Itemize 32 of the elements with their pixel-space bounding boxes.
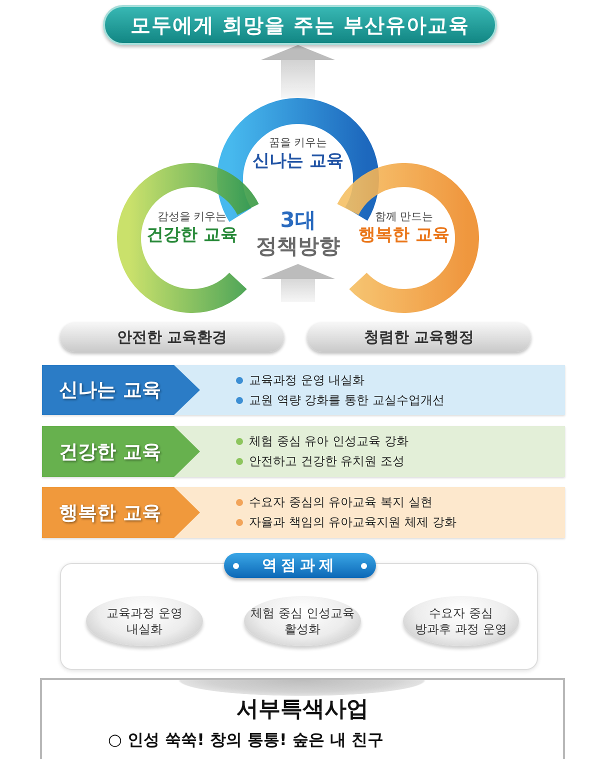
section-title: 서부특색사업 [236,697,368,723]
bullet-text: 체험 중심 유아 인성교육 강화 [249,433,408,449]
band-panel [42,426,565,477]
chevron-label: 신나는 교육 [42,365,200,415]
band-panel [42,365,565,415]
tab-title: 역점과제 [262,556,338,575]
bullet-text: 교육과정 운영 내실화 [249,372,365,388]
title-banner: 모두에게 희망을 주는 부산유아교육 [103,5,497,45]
ellipse-node: 수요자 중심 방과후 과정 운영 [403,596,519,646]
block-arrow [261,45,335,98]
ring-title: 행복한 교육 [358,224,450,246]
ellipse-node: 체험 중심 인성교육 활성화 [244,596,361,646]
bullet-text: 교원 역량 강화를 통한 교실수업개선 [249,392,444,408]
block-arrow [261,264,335,302]
center-number: 3대 [280,208,316,233]
chevron-label: 건강한 교육 [42,426,200,477]
ellipse-node: 교육과정 운영 내실화 [86,596,203,646]
bullet-text: ○ 인성 쑥쑥! 창의 통통! 숲은 내 친구 [108,730,384,750]
bullet-text: 자율과 책임의 유아교육지원 체제 강화 [249,514,456,530]
section-box [40,678,565,759]
pill-label: 안전한 교육환경 [60,322,284,352]
pill-label: 청렴한 교육행정 [307,322,531,352]
ring-subtitle: 함께 만드는 [374,209,434,224]
bullet-text: 수요자 중심의 유아교육 복지 실현 [249,494,432,510]
ring-subtitle: 감성을 키우는 [157,209,227,224]
center-title: 정책방향 [256,233,340,259]
band-panel [42,487,565,538]
ring-subtitle: 꿈을 키우는 [268,135,328,150]
ring-title: 건강한 교육 [146,224,238,246]
bullet-text: 안전하고 건강한 유치원 조성 [249,453,404,469]
ring-title: 신나는 교육 [252,150,344,172]
chevron-label: 행복한 교육 [42,487,200,538]
